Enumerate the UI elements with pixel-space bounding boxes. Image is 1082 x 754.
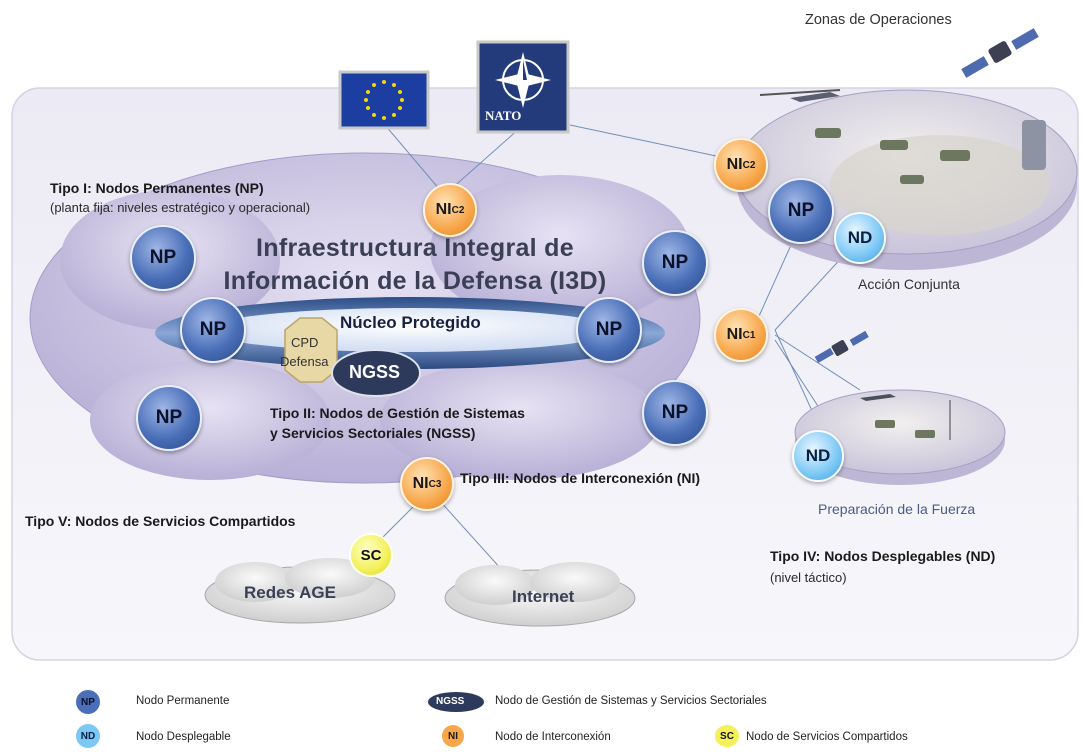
sc-node: SC xyxy=(349,533,393,577)
eu-flag xyxy=(338,70,430,130)
tipo-v-label: Tipo V: Nodos de Servicios Compartidos xyxy=(25,513,296,529)
ngss-label: NGSS xyxy=(349,362,401,382)
np-node: NP xyxy=(642,380,708,446)
nd-node: ND xyxy=(834,212,886,264)
legend-nd-icon: ND xyxy=(76,724,100,748)
tipo-ii-line1: Tipo II: Nodos de Gestión de Sistemas xyxy=(270,405,525,421)
satellite-icon xyxy=(814,330,869,363)
cpd-label: CPD xyxy=(291,335,319,350)
cpd-hexagon xyxy=(284,317,338,383)
np-node: NP xyxy=(642,230,708,296)
zones-title: Zonas de Operaciones xyxy=(805,12,952,28)
np-node: NP xyxy=(180,297,246,363)
satellite-icon xyxy=(961,28,1039,78)
nd-node: ND xyxy=(792,430,844,482)
legend-ni-text: Nodo de Interconexión xyxy=(495,731,611,743)
tipo-ii-line2: y Servicios Sectoriales (NGSS) xyxy=(270,425,476,441)
nato-flag xyxy=(476,40,570,134)
tipo-iv-subtitle: (nivel táctico) xyxy=(770,570,847,585)
legend-np-icon: NP xyxy=(76,690,100,714)
legend-ngss-shape xyxy=(428,692,484,712)
tipo-i-subtitle: (planta fija: niveles estratégico y oper… xyxy=(50,200,311,215)
i3d-title: Infraestructura Integral de Información … xyxy=(223,234,607,295)
legend-nd-text: Nodo Desplegable xyxy=(136,731,231,743)
cpd-label-2: Defensa xyxy=(280,354,329,369)
legend-ngss-text: Nodo de Gestión de Sistemas y Servicios … xyxy=(495,695,767,707)
np-node: NP xyxy=(768,178,834,244)
np-node: NP xyxy=(576,297,642,363)
redes-age-label: Redes AGE xyxy=(244,583,336,602)
internet-label: Internet xyxy=(512,587,575,606)
np-node: NP xyxy=(136,385,202,451)
force-preparation-disc xyxy=(794,389,1006,485)
legend-ngss-icon: NGSS xyxy=(436,696,465,707)
redes-age-cloud xyxy=(204,558,396,624)
accion-conjunta-label: Acción Conjunta xyxy=(858,276,960,292)
legend-np-text: Nodo Permanente xyxy=(136,695,230,707)
legend-sc-icon: SC xyxy=(715,725,739,747)
internet-cloud xyxy=(444,562,636,627)
core-title: Núcleo Protegido xyxy=(340,313,481,332)
nato-label: NATO xyxy=(485,108,522,123)
tipo-iii-label: Tipo III: Nodos de Interconexión (NI) xyxy=(460,470,701,486)
legend-ni-icon: NI xyxy=(442,725,464,747)
np-node: NP xyxy=(130,225,196,291)
ngss-node xyxy=(331,349,421,397)
preparacion-label: Preparación de la Fuerza xyxy=(818,501,976,517)
tipo-iv-title: Tipo IV: Nodos Desplegables (ND) xyxy=(770,548,996,564)
tipo-i-title: Tipo I: Nodos Permanentes (NP) xyxy=(50,180,264,196)
legend-sc-text: Nodo de Servicios Compartidos xyxy=(746,731,908,743)
